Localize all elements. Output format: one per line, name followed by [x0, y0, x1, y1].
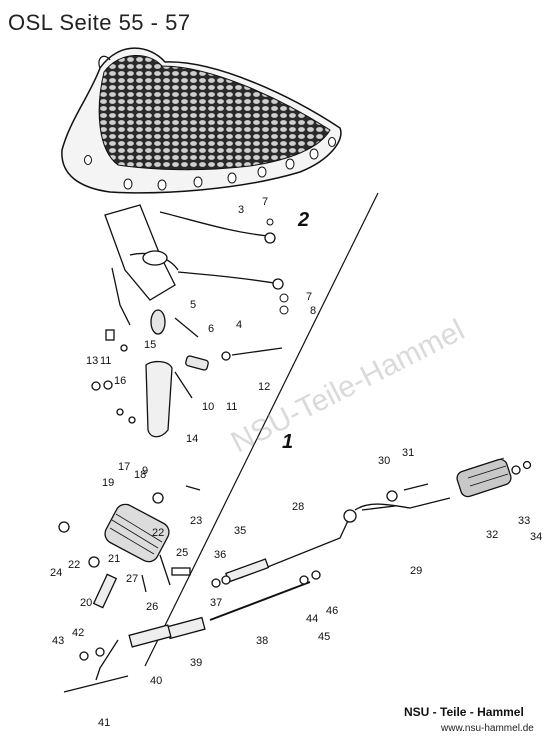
spring-icon [58, 485, 201, 609]
saddle-hardware [266, 218, 289, 315]
part-label-3: 3 [238, 204, 244, 216]
part-label-27: 27 [126, 573, 138, 585]
part-label-46: 46 [326, 605, 338, 617]
brand-label: NSU - Teile - Hammel [404, 705, 524, 719]
part-label-34: 34 [530, 531, 542, 543]
group-number-2: 2 [297, 209, 309, 231]
part-label-28: 28 [292, 501, 304, 513]
part-label-7-upper: 7 [262, 196, 268, 208]
part-label-11-left: 11 [100, 355, 111, 367]
part-label-7: 7 [306, 291, 312, 303]
part-label-42: 42 [72, 627, 84, 639]
part-label-16: 16 [114, 375, 126, 387]
part-label-36: 36 [214, 549, 226, 561]
part-label-17: 17 [118, 461, 130, 473]
part-number-labels: 3 7 5 6 4 7 8 15 13 11 16 10 11 12 14 17… [50, 196, 542, 729]
saddle-icon [61, 47, 342, 194]
part-label-20: 20 [80, 597, 92, 609]
part-label-37: 37 [210, 597, 222, 609]
part-label-4: 4 [236, 319, 242, 331]
part-label-31: 31 [402, 447, 414, 459]
part-label-45: 45 [318, 631, 330, 643]
part-label-35: 35 [234, 525, 246, 537]
website-url: www.nsu-hammel.de [441, 723, 534, 734]
saddle-frame [104, 204, 284, 338]
group-number-1: 1 [282, 431, 293, 453]
part-label-41: 41 [98, 717, 110, 729]
part-label-10: 10 [202, 401, 214, 413]
part-label-26: 26 [146, 601, 158, 613]
part-label-8: 8 [310, 305, 316, 317]
divider-line [144, 192, 379, 667]
part-label-23: 23 [190, 515, 202, 527]
part-label-43: 43 [52, 635, 64, 647]
page-title: OSL Seite 55 - 57 [8, 10, 191, 35]
part-label-40: 40 [150, 675, 162, 687]
part-label-6: 6 [208, 323, 214, 335]
part-label-38: 38 [256, 635, 268, 647]
part-label-21: 21 [108, 553, 120, 565]
part-label-13: 13 [86, 355, 98, 367]
part-label-15: 15 [144, 339, 156, 351]
part-label-25: 25 [176, 547, 188, 559]
part-label-33: 33 [518, 515, 530, 527]
part-label-5: 5 [190, 299, 196, 311]
part-label-24: 24 [50, 567, 62, 579]
footrest-icon [456, 457, 532, 498]
part-label-12: 12 [258, 381, 270, 393]
part-label-9: 9 [142, 465, 148, 477]
part-label-18: 18 [134, 469, 146, 481]
part-label-14: 14 [186, 433, 198, 445]
seat-clamp [91, 329, 283, 438]
part-label-22: 22 [152, 527, 164, 539]
part-label-19: 19 [102, 477, 114, 489]
brake-rod-icon [63, 483, 451, 693]
part-label-29: 29 [410, 565, 422, 577]
part-label-30: 30 [378, 455, 390, 467]
part-label-32: 32 [486, 529, 498, 541]
part-label-11: 11 [226, 401, 237, 413]
part-label-22-left: 22 [68, 559, 80, 571]
part-label-44: 44 [306, 613, 318, 625]
part-label-39: 39 [190, 657, 202, 669]
